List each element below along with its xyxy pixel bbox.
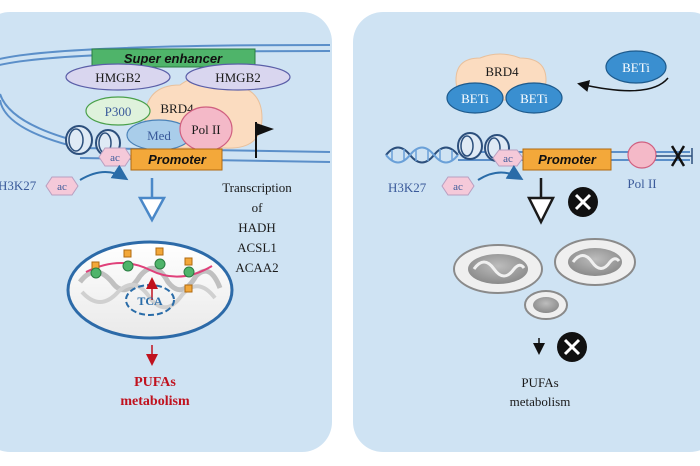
ac-hexagon-right-lower: ac xyxy=(441,176,475,196)
tca-label: TCA xyxy=(137,294,163,308)
dna-helix-icon xyxy=(385,146,459,164)
pufas-right-line1: PUFAs xyxy=(521,375,558,390)
curved-arrow-right-icon xyxy=(477,164,524,181)
promoter-box xyxy=(130,148,223,171)
hmgb2-right-label: HMGB2 xyxy=(215,70,261,85)
beti-free-label: BETi xyxy=(622,60,650,75)
promoter-label-right: Promoter xyxy=(538,152,597,167)
ac-lower-label: ac xyxy=(57,181,67,193)
p300-label: P300 xyxy=(105,104,132,119)
damaged-mitochondrion-icon xyxy=(554,238,636,286)
pufas-label-line2: metabolism xyxy=(120,394,190,409)
hollow-arrow-icon xyxy=(137,178,167,223)
pufas-label-line1: PUFAs xyxy=(134,375,176,390)
hmgb2-left-label: HMGB2 xyxy=(95,70,141,85)
ac-hexagon-upper: ac xyxy=(98,147,132,167)
promoter-box-right xyxy=(522,148,612,171)
pol2-right-label: Pol II xyxy=(627,176,656,191)
ac-right-lower-label: ac xyxy=(453,181,463,193)
ac-hexagon-lower: ac xyxy=(45,176,79,196)
super-enhancer-label: Super enhancer xyxy=(124,51,223,66)
beti-bound-left-label: BETi xyxy=(461,91,489,106)
pol2-label: Pol II xyxy=(191,122,220,137)
h3k27-label: H3K27 xyxy=(0,178,37,193)
h3k27-right-label: H3K27 xyxy=(388,180,427,195)
ac-upper-label: ac xyxy=(110,152,120,164)
damaged-mitochondrion-icon xyxy=(453,244,543,294)
ac-right-upper-label: ac xyxy=(503,153,513,165)
pol2-right-ellipse xyxy=(627,141,657,169)
curved-arrow-icon xyxy=(79,164,129,181)
brd4-label: BRD4 xyxy=(160,101,194,116)
promoter-label: Promoter xyxy=(148,152,207,167)
beti-bound-right xyxy=(505,82,563,114)
hmgb2-right xyxy=(185,63,291,91)
mitochondrion-icon xyxy=(66,240,234,340)
right-panel: BRD4 BETi BETi BETi xyxy=(353,12,700,452)
super-enhancer-box xyxy=(91,48,256,68)
damaged-mitochondrion-icon xyxy=(524,290,568,320)
transcription-line-4: ACSL1 xyxy=(237,240,277,255)
beti-free xyxy=(605,50,667,84)
transcription-line-2: of xyxy=(252,200,264,215)
left-panel: Super enhancer HMGB2 HMGB2 P300 BRD4 Med… xyxy=(0,12,332,452)
beti-bound-right-label: BETi xyxy=(520,91,548,106)
flag-icon xyxy=(255,122,274,158)
blocked-transcription-icon xyxy=(656,145,693,167)
p300-ellipse xyxy=(85,96,151,126)
ac-hexagon-right-upper: ac xyxy=(492,149,524,167)
transcription-line-1: Transcription xyxy=(222,180,292,195)
beti-bound-left xyxy=(446,82,504,114)
x-circle-icon xyxy=(557,332,587,362)
pufas-right-line2: metabolism xyxy=(510,394,571,409)
x-circle-icon xyxy=(568,187,598,217)
transcription-line-3: HADH xyxy=(238,220,276,235)
brd4-label-right: BRD4 xyxy=(485,64,519,79)
hollow-arrow-black-icon xyxy=(526,178,556,225)
curved-arrow-beti-icon xyxy=(577,77,669,92)
transcription-line-5: ACAA2 xyxy=(235,260,278,275)
med-label: Med xyxy=(147,128,171,143)
hmgb2-left xyxy=(65,63,171,91)
right-panel-background xyxy=(353,12,700,452)
